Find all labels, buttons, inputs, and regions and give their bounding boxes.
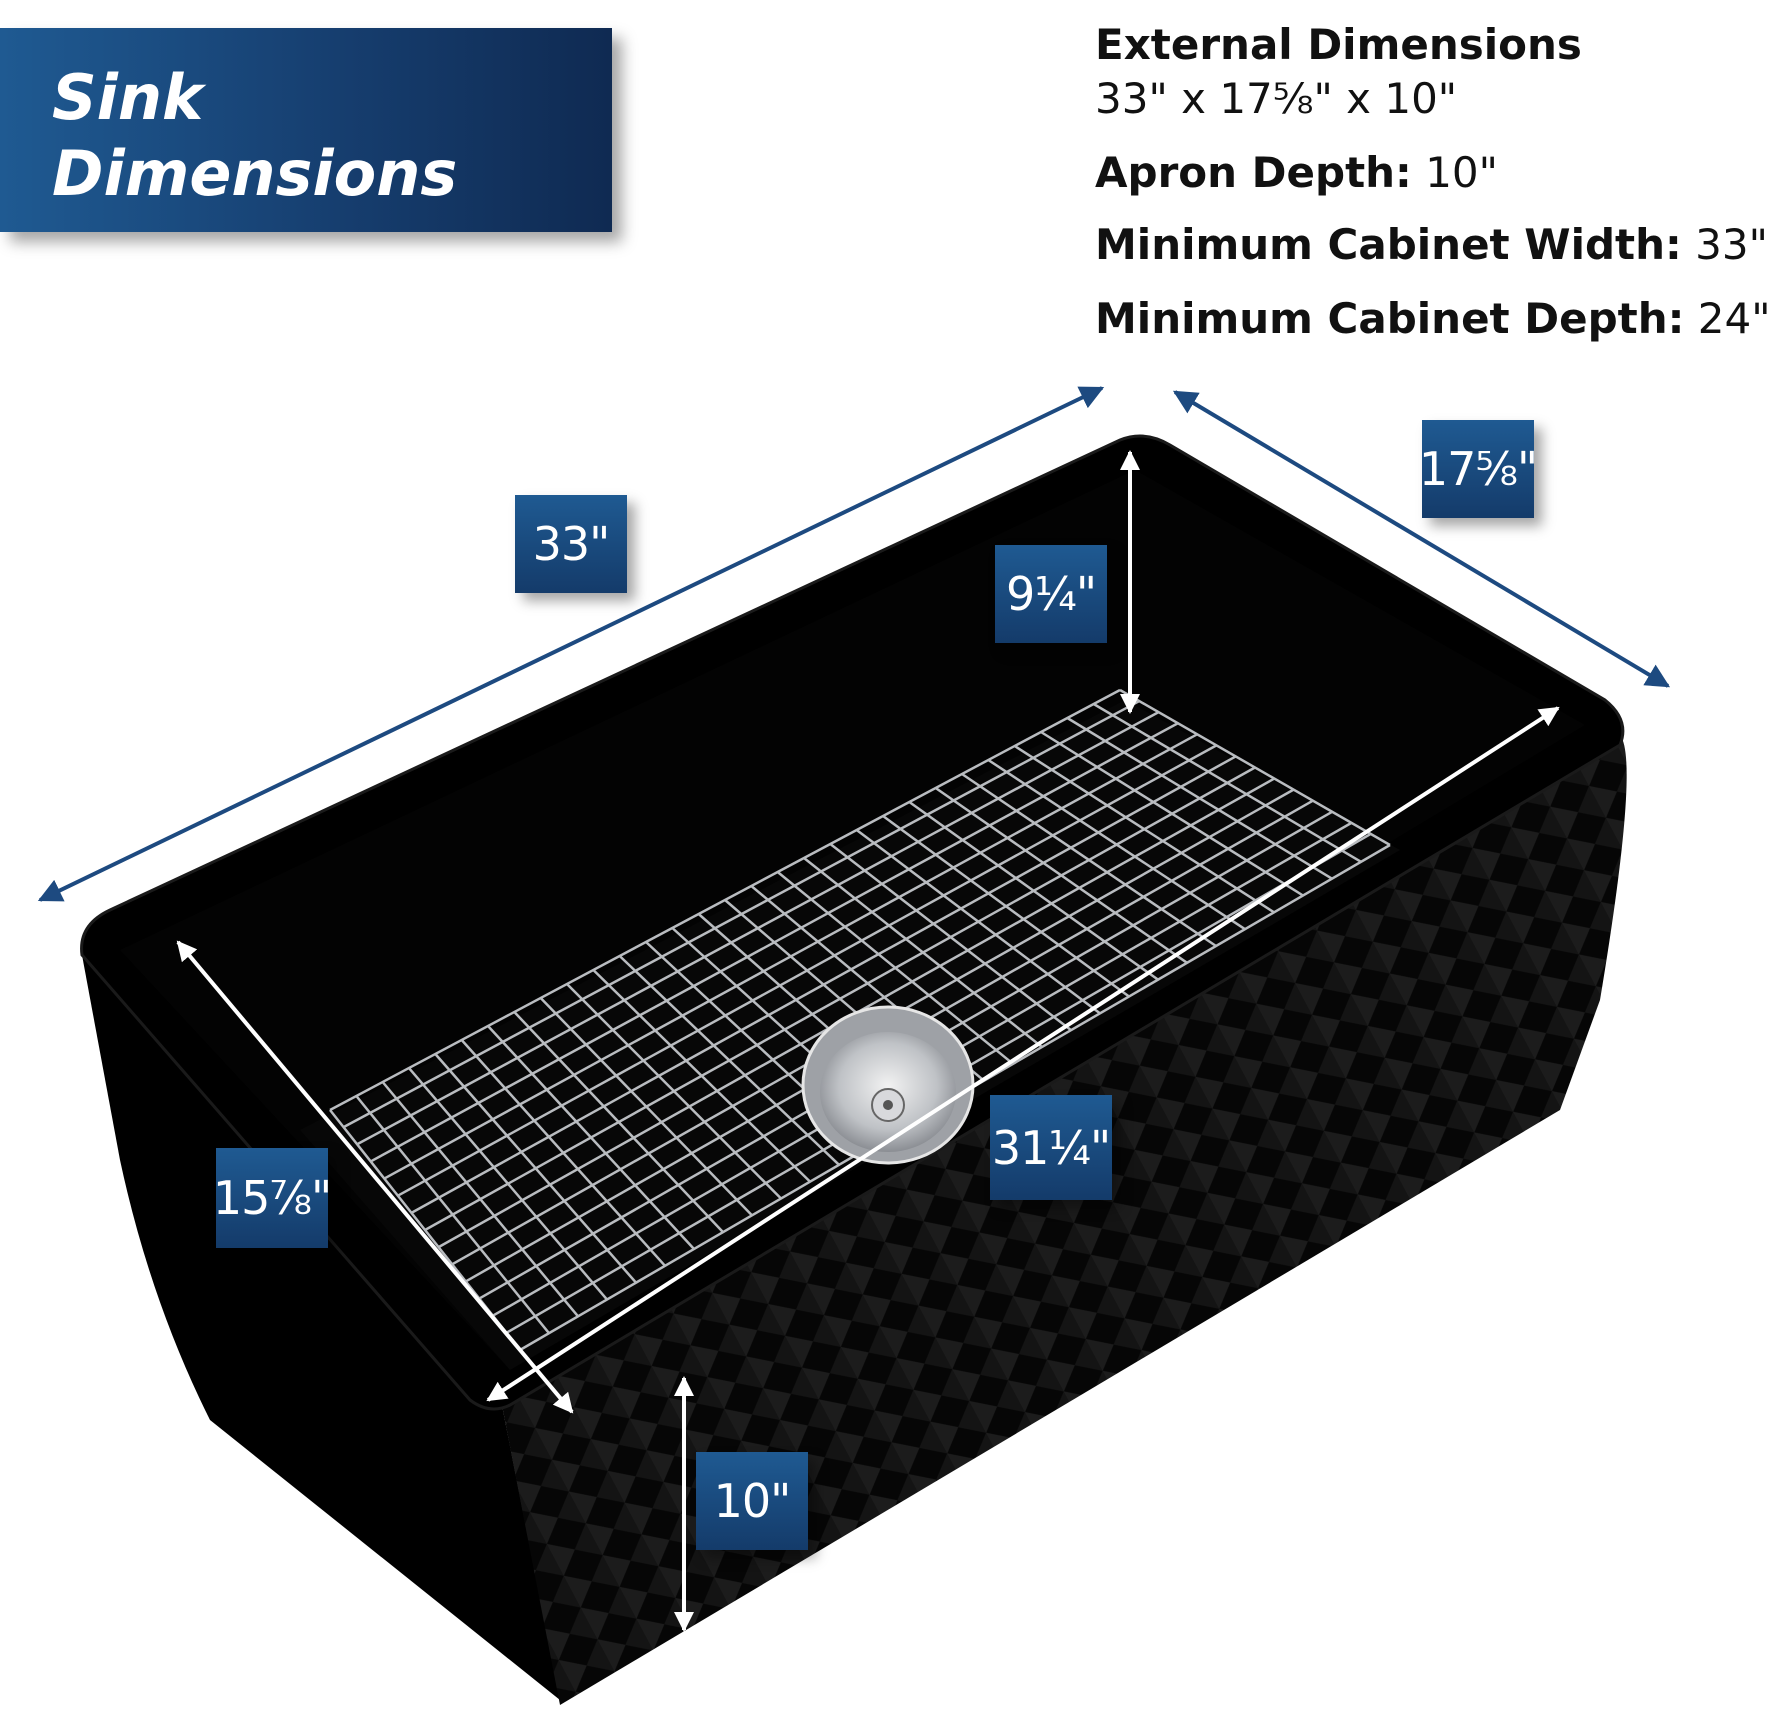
- page-title-line1: Sink: [52, 61, 204, 134]
- external-dimensions-label: External Dimensions: [1095, 20, 1582, 69]
- title-banner: Sink Dimensions: [0, 28, 612, 232]
- length-callout: 33": [515, 495, 627, 593]
- min-cabinet-depth-value: 24": [1684, 294, 1771, 343]
- width-arrow: [1172, 390, 1671, 688]
- apron-depth: Apron Depth: 10": [1095, 148, 1498, 197]
- page-title-line2: Dimensions: [52, 137, 458, 210]
- apron-depth-label: Apron Depth:: [1095, 148, 1412, 197]
- length-arrow: [37, 386, 1105, 902]
- inner-width-arrow: [176, 940, 574, 1414]
- apron-depth-value: 10": [1411, 148, 1498, 197]
- min-cabinet-width-value: 33": [1681, 220, 1768, 269]
- external-dimensions-value: 33" x 17⅝" x 10": [1095, 74, 1458, 123]
- min-cabinet-depth: Minimum Cabinet Depth: 24": [1095, 294, 1771, 343]
- inner-length-arrow: [486, 706, 1560, 1402]
- min-cabinet-depth-label: Minimum Cabinet Depth:: [1095, 294, 1685, 343]
- inner-width-callout: 15⁷⁄₈": [213, 1148, 332, 1248]
- width-callout: 17⁵⁄₈": [1419, 420, 1538, 518]
- min-cabinet-width: Minimum Cabinet Width: 33": [1095, 220, 1768, 269]
- min-cabinet-width-label: Minimum Cabinet Width:: [1095, 220, 1682, 269]
- apron-callout: 10": [696, 1452, 808, 1550]
- inner-length-callout: 31¹⁄₄": [990, 1095, 1112, 1200]
- page-title: Sink Dimensions: [52, 60, 457, 212]
- inner-depth-callout: 9¹⁄₄": [995, 545, 1107, 643]
